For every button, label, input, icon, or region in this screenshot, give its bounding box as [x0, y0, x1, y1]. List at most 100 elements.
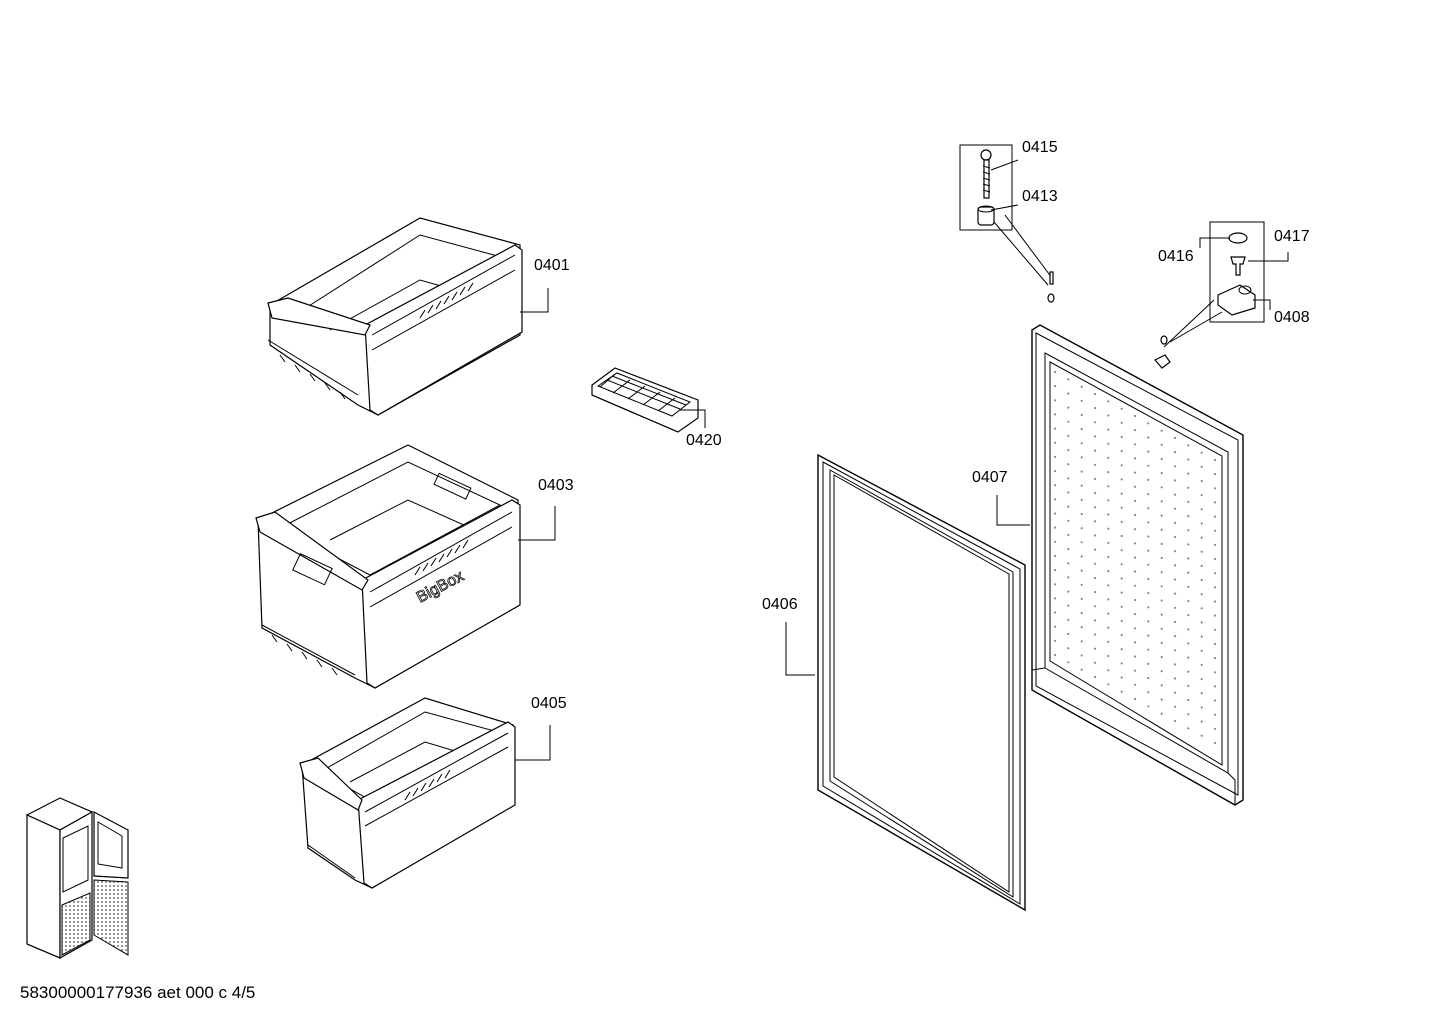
liner-dot [1187, 543, 1190, 546]
callout-0406: 0406 [762, 596, 798, 613]
liner-dot [1053, 484, 1057, 487]
liner-dot [1093, 392, 1097, 396]
liner-dot [1067, 392, 1070, 395]
liner-dot [1187, 614, 1190, 617]
liner-dot [1173, 465, 1177, 468]
door-liner-dots [1053, 370, 1217, 745]
liner-dot [1080, 442, 1083, 445]
liner-dot [1160, 500, 1163, 503]
liner-dot [1160, 684, 1163, 687]
liner-dot [1080, 583, 1083, 586]
liner-dot [1133, 641, 1137, 644]
liner-dot [1173, 521, 1177, 525]
liner-dot [1213, 657, 1217, 660]
liner-dot [1120, 506, 1123, 509]
liner-dot [1120, 435, 1123, 439]
liner-dot [1107, 598, 1110, 601]
liner-dot [1147, 507, 1150, 510]
liner-dot [1160, 528, 1163, 531]
liner-dot [1187, 713, 1190, 716]
liner-dot [1080, 555, 1083, 558]
liner-dot [1080, 654, 1083, 657]
liner-dot [1093, 477, 1097, 480]
liner-dot [1053, 385, 1057, 388]
liner-dot [1200, 536, 1203, 539]
liner-dot [1107, 626, 1110, 629]
liner-dot [1147, 563, 1150, 566]
liner-dot [1200, 593, 1203, 596]
liner-dot [1187, 458, 1190, 461]
liner-dot [1133, 669, 1137, 672]
hinge-detail-top [959, 144, 1055, 303]
callout-0416: 0416 [1158, 248, 1194, 265]
liner-dot [1067, 590, 1070, 593]
liner-dot [1200, 578, 1203, 582]
liner-dot [1053, 399, 1057, 402]
callout-0420: 0420 [686, 432, 722, 449]
hinge-detail-bottom [1154, 221, 1265, 369]
liner-dot [1053, 597, 1057, 600]
liner-dot [1200, 522, 1203, 525]
liner-dot [1173, 535, 1177, 539]
liner-dot [1213, 557, 1217, 561]
liner-dot [1093, 619, 1097, 622]
liner-dot [1200, 720, 1203, 723]
liner-dot [1120, 407, 1123, 410]
liner-dot [1200, 494, 1203, 497]
liner-dot [1133, 542, 1137, 545]
liner-dot [1107, 683, 1110, 686]
liner-dot [1120, 676, 1123, 679]
callout-0403: 0403 [538, 477, 574, 494]
liner-dot [1120, 648, 1123, 651]
liner-dot [1093, 661, 1097, 664]
liner-dot [1107, 456, 1110, 459]
liner-dot [1107, 414, 1110, 417]
liner-dot [1093, 675, 1097, 679]
liner-dot [1160, 613, 1163, 616]
liner-dot [1053, 569, 1057, 572]
liner-dot [1147, 592, 1150, 595]
liner-dot [1160, 599, 1163, 602]
liner-dot [1133, 627, 1137, 630]
liner-dot [1160, 656, 1163, 659]
drawing-reference-number: 58300000177936 aet 000 c 4/5 [20, 983, 256, 1002]
liner-dot [1080, 385, 1083, 388]
liner-dot [1093, 463, 1097, 466]
liner-dot [1147, 705, 1150, 708]
liner-dot [1120, 421, 1123, 424]
liner-dot [1107, 584, 1110, 587]
liner-dot [1067, 533, 1070, 537]
liner-dot [1200, 649, 1203, 652]
liner-dot [1120, 563, 1123, 566]
liner-dot [1080, 612, 1083, 615]
callout-0408: 0408 [1274, 309, 1310, 326]
liner-dot [1107, 471, 1110, 474]
liner-dot [1080, 484, 1083, 487]
liner-dot [1187, 698, 1190, 702]
liner-dot [1160, 542, 1163, 546]
liner-dot [1133, 443, 1137, 446]
liner-dot [1213, 473, 1217, 476]
callout-0413: 0413 [1022, 188, 1058, 205]
liner-dot [1200, 734, 1203, 737]
liner-dot [1200, 479, 1203, 483]
liner-dot [1120, 634, 1123, 637]
liner-dot [1213, 600, 1217, 603]
liner-dot [1133, 570, 1137, 573]
liner-dot [1200, 508, 1203, 511]
liner-dot [1160, 585, 1163, 588]
callout-0417: 0417 [1274, 228, 1310, 245]
liner-dot [1213, 586, 1217, 589]
liner-dot [1093, 421, 1097, 424]
liner-dot [1093, 591, 1097, 594]
liner-dot [1213, 572, 1217, 575]
liner-dot [1213, 713, 1217, 716]
liner-dot [1147, 478, 1150, 481]
liner-dot [1160, 556, 1163, 560]
liner-dot [1133, 697, 1137, 701]
liner-dot [1200, 564, 1203, 568]
liner-dot [1173, 436, 1177, 440]
liner-dot [1067, 463, 1070, 466]
leader-lines [515, 159, 1289, 761]
